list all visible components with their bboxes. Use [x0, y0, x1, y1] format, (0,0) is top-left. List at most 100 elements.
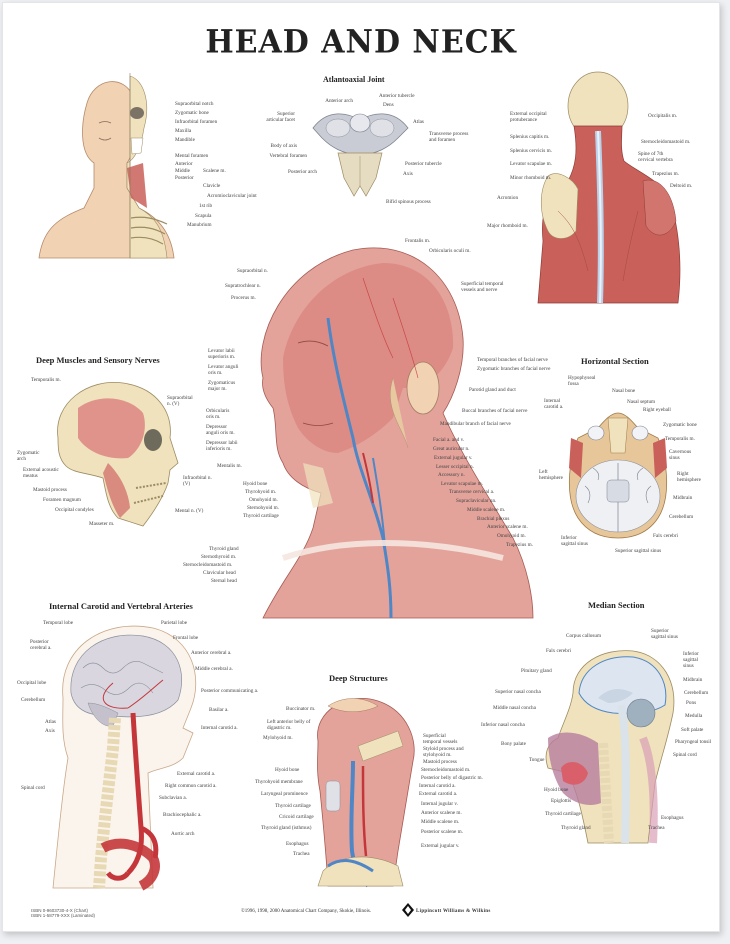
- label: Aortic arch: [171, 831, 195, 837]
- label: Posterior scalene m.: [421, 829, 463, 835]
- label: Internal jugular v.: [421, 801, 458, 807]
- label: Bifid spinous process: [386, 199, 431, 205]
- label: Acromioclavicular joint: [207, 193, 257, 199]
- label: Sternocleidomastoid m.: [421, 767, 471, 773]
- label: Midbrain: [683, 677, 703, 683]
- label: Great auricular n.: [433, 446, 470, 452]
- label: Pons: [686, 700, 697, 706]
- label: Sternohyoid m.: [247, 505, 279, 511]
- label: Atlas: [413, 119, 424, 125]
- label: Medulla: [685, 713, 703, 719]
- label: Soft palate: [681, 727, 704, 733]
- label: Right hemisphere: [677, 471, 701, 483]
- atlantoaxial-illustration: [312, 113, 409, 197]
- label: Buccal branches of facial nerve: [462, 408, 528, 414]
- label: Anterior cerebral a.: [191, 650, 232, 656]
- label: Dens: [383, 102, 394, 108]
- label: Supraorbital n.: [237, 268, 268, 274]
- label: Middle: [175, 168, 190, 174]
- label: Posterior communicating a.: [201, 688, 259, 694]
- label: Zygomatic bone: [175, 110, 209, 116]
- label: Levator scapulae m.: [510, 161, 552, 167]
- label: External occipital protuberance: [510, 111, 547, 123]
- label: Trachea: [648, 825, 665, 831]
- label: Trapezius m.: [506, 542, 533, 548]
- section-title-atlantoaxial: Atlantoaxial Joint: [323, 75, 385, 84]
- label: Left hemisphere: [539, 469, 563, 481]
- label: Tongue: [529, 757, 545, 763]
- label: Temporalis m.: [665, 436, 695, 442]
- label: Sternothyroid m.: [201, 554, 237, 560]
- label: Corpus callosum: [566, 633, 602, 639]
- label: Buccinator m.: [286, 706, 316, 712]
- label: Cricoid cartilage: [279, 814, 314, 820]
- label: Posterior tubercle: [405, 161, 442, 167]
- poster-sheet: HEAD AND NECK Supraorbital notch Zygomat…: [2, 2, 720, 932]
- label: Thyroid gland: [209, 546, 239, 552]
- label: Parietal lobe: [161, 620, 188, 626]
- label: Occipital condyles: [55, 507, 94, 513]
- label: External carotid a.: [419, 791, 458, 797]
- label: Occipitalis m.: [648, 113, 678, 119]
- label: Minor rhomboid m.: [510, 175, 552, 181]
- label: Thyroid cartilage: [545, 811, 581, 817]
- label: Thyrohyoid membrane: [255, 779, 303, 785]
- skull-illustration: [57, 381, 179, 527]
- label: Thyroid cartilage: [275, 803, 311, 809]
- label: Clavicle: [203, 183, 221, 189]
- label: Anterior scalene m.: [487, 524, 528, 530]
- label: Cerebellum: [669, 514, 694, 520]
- label: Mental n. (V): [175, 508, 204, 514]
- label: Vertebral foramen: [269, 153, 307, 159]
- label: Internal carotid a.: [544, 398, 564, 410]
- label: Thyroid gland (isthmus): [261, 825, 312, 831]
- label: Posterior arch: [288, 169, 317, 175]
- label: Inferior nasal concha: [481, 722, 525, 728]
- label: Hyoid bone: [544, 787, 569, 793]
- label: Major rhomboid m.: [487, 223, 528, 229]
- label: Mastoid process: [423, 759, 457, 765]
- label: Falx cerebri: [653, 533, 678, 539]
- label: Laryngeal prominence: [261, 791, 308, 797]
- label: Styloid process and stylohyoid m.: [423, 746, 464, 758]
- anterior-figure-illustration: [38, 73, 175, 259]
- label: Masseter m.: [89, 521, 115, 527]
- label: Zygomatic arch: [17, 450, 40, 462]
- label: Right common carotid a.: [165, 783, 217, 789]
- label: Falx cerebri: [546, 648, 571, 654]
- label: Pituitary gland: [521, 668, 552, 674]
- label: Subclavian a.: [159, 795, 187, 801]
- label: Parotid gland and duct: [469, 387, 516, 393]
- label: Mentalis m.: [217, 463, 242, 469]
- median-section-illustration: [545, 650, 675, 844]
- label: Nasal septum: [627, 399, 656, 405]
- label: Frontalis m.: [405, 238, 431, 244]
- label: Splenius cervicis m.: [510, 148, 552, 154]
- label: Mandible: [175, 137, 195, 143]
- deep-structures-illustration: [317, 698, 415, 888]
- label: Atlas: [45, 719, 56, 725]
- label: Infraorbital foramen: [175, 119, 218, 125]
- label: 1st rib: [199, 203, 213, 209]
- label: Thyroid gland: [561, 825, 591, 831]
- label: Pharyngeal tonsil: [675, 739, 712, 745]
- label: Levator labii superioris m.: [208, 348, 236, 360]
- central-head-neck-illustration: [260, 247, 534, 619]
- label: External jugular v.: [421, 843, 460, 849]
- label: External acoustic meatus: [23, 467, 59, 479]
- label: Transverse process and foramen: [429, 131, 469, 143]
- label: Zygomaticus major m.: [208, 380, 236, 392]
- label: Temporal branches of facial nerve: [477, 357, 548, 363]
- label: Body of axis: [270, 143, 297, 149]
- label: Scalene m.: [203, 168, 226, 174]
- label: Nasal bone: [612, 388, 636, 394]
- label: Depressor labii inferioris m.: [206, 440, 238, 452]
- label: Hyoid bone: [243, 481, 268, 487]
- label: Left anterior belly of digastric m.: [267, 719, 311, 731]
- label: Levator scapulae m.: [441, 481, 483, 487]
- horizontal-section-illustration: [568, 412, 668, 539]
- label: Esophagus: [661, 815, 684, 821]
- label: Omohyoid m.: [497, 533, 526, 539]
- label: Lesser occipital n.: [436, 464, 474, 470]
- carotid-vertebral-illustration: [52, 625, 197, 891]
